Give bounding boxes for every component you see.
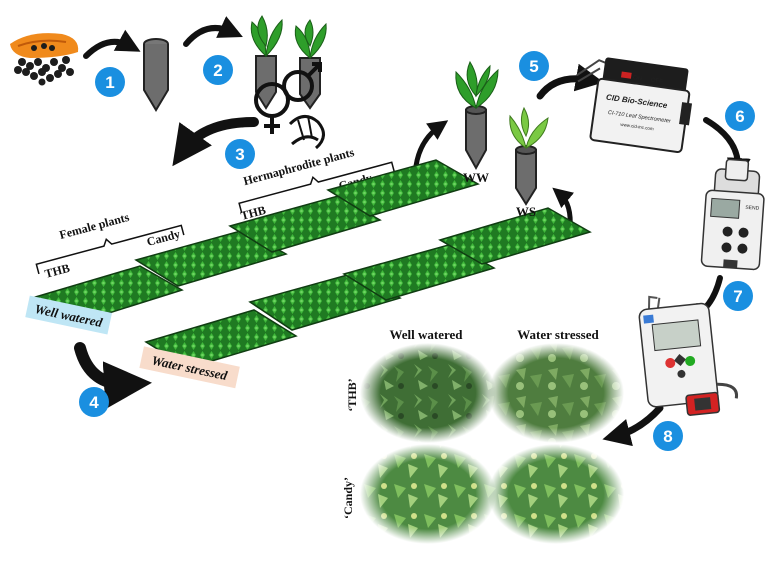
seedling-tube-icon <box>143 38 169 112</box>
leaf-porometer-device <box>638 295 739 416</box>
leaf-photo-grid: Well watered Water stressed ‘THB’ ‘Candy… <box>341 327 624 544</box>
svg-text:6: 6 <box>735 107 744 126</box>
female-candy-label: Candy <box>145 227 181 249</box>
leaf-spectrometer-device: ON OFF CID Bio-Science CI-710 Leaf Spect… <box>576 57 693 153</box>
photo-thb-well-watered <box>360 343 496 443</box>
ws-pot-illustration <box>509 106 549 206</box>
arrow-5 <box>536 63 604 100</box>
arrow-1 <box>83 29 141 59</box>
photo-col-well-watered: Well watered <box>389 327 463 342</box>
female-plants-label: Female plants <box>58 210 131 242</box>
tray-herm-thb-ws <box>342 243 496 301</box>
arrow-to-ww <box>413 120 449 169</box>
female-thb-label: THB <box>43 261 71 281</box>
ws-label: WS <box>516 204 536 219</box>
arrow-4 <box>74 342 152 410</box>
tray-herm-candy-ww <box>326 159 480 217</box>
tray-female-candy-ws <box>248 271 402 331</box>
step-6-badge: 6 <box>725 101 755 131</box>
photo-candy-water-stressed <box>488 444 624 544</box>
tray-herm-thb-ww <box>228 195 382 253</box>
hermaphrodite-bracket <box>238 161 396 214</box>
step-4-badge: 4 <box>79 387 109 417</box>
svg-text:3: 3 <box>235 145 244 164</box>
meter-send-label: SEND <box>745 205 760 212</box>
step-8-badge: 8 <box>653 421 683 451</box>
tray-female-candy-ww <box>134 229 288 287</box>
step-3-badge: 3 <box>225 139 255 169</box>
ww-label: WW <box>463 170 489 185</box>
photo-candy-well-watered <box>360 444 496 544</box>
spectrometer-on-label: ON <box>633 75 643 82</box>
step-1-badge: 1 <box>95 67 125 97</box>
female-bracket <box>35 224 185 275</box>
step-circles: 1 2 3 4 5 6 7 8 <box>79 51 755 451</box>
svg-text:4: 4 <box>89 393 99 412</box>
tray-herm-candy-ws <box>438 207 592 265</box>
svg-text:2: 2 <box>213 61 222 80</box>
svg-text:1: 1 <box>105 73 114 92</box>
spectrometer-url: www.cid-inc.com <box>620 122 654 132</box>
well-watered-tag-bg <box>25 295 112 335</box>
step-7-badge: 7 <box>723 281 753 311</box>
svg-text:5: 5 <box>529 57 538 76</box>
svg-text:8: 8 <box>663 427 672 446</box>
papaya-seeds-illustration <box>10 33 79 86</box>
step-5-badge: 5 <box>519 51 549 81</box>
step-2-badge: 2 <box>203 55 233 85</box>
ww-pot-illustration <box>455 60 499 171</box>
photo-col-water-stressed: Water stressed <box>517 327 599 342</box>
plant-trays <box>30 159 592 369</box>
arrow-2 <box>183 16 243 47</box>
handheld-meter-device: SEND <box>700 158 765 271</box>
arrow-3 <box>172 117 259 167</box>
sex-determination-dna-icon <box>254 62 325 150</box>
svg-text:7: 7 <box>733 287 742 306</box>
water-stressed-tag-bg <box>139 346 240 389</box>
arrow-8 <box>602 404 664 447</box>
photo-row-thb: ‘THB’ <box>345 378 359 411</box>
spectrometer-off-label: OFF <box>650 78 663 86</box>
photo-thb-water-stressed <box>488 343 624 443</box>
photo-row-candy: ‘Candy’ <box>341 477 355 519</box>
